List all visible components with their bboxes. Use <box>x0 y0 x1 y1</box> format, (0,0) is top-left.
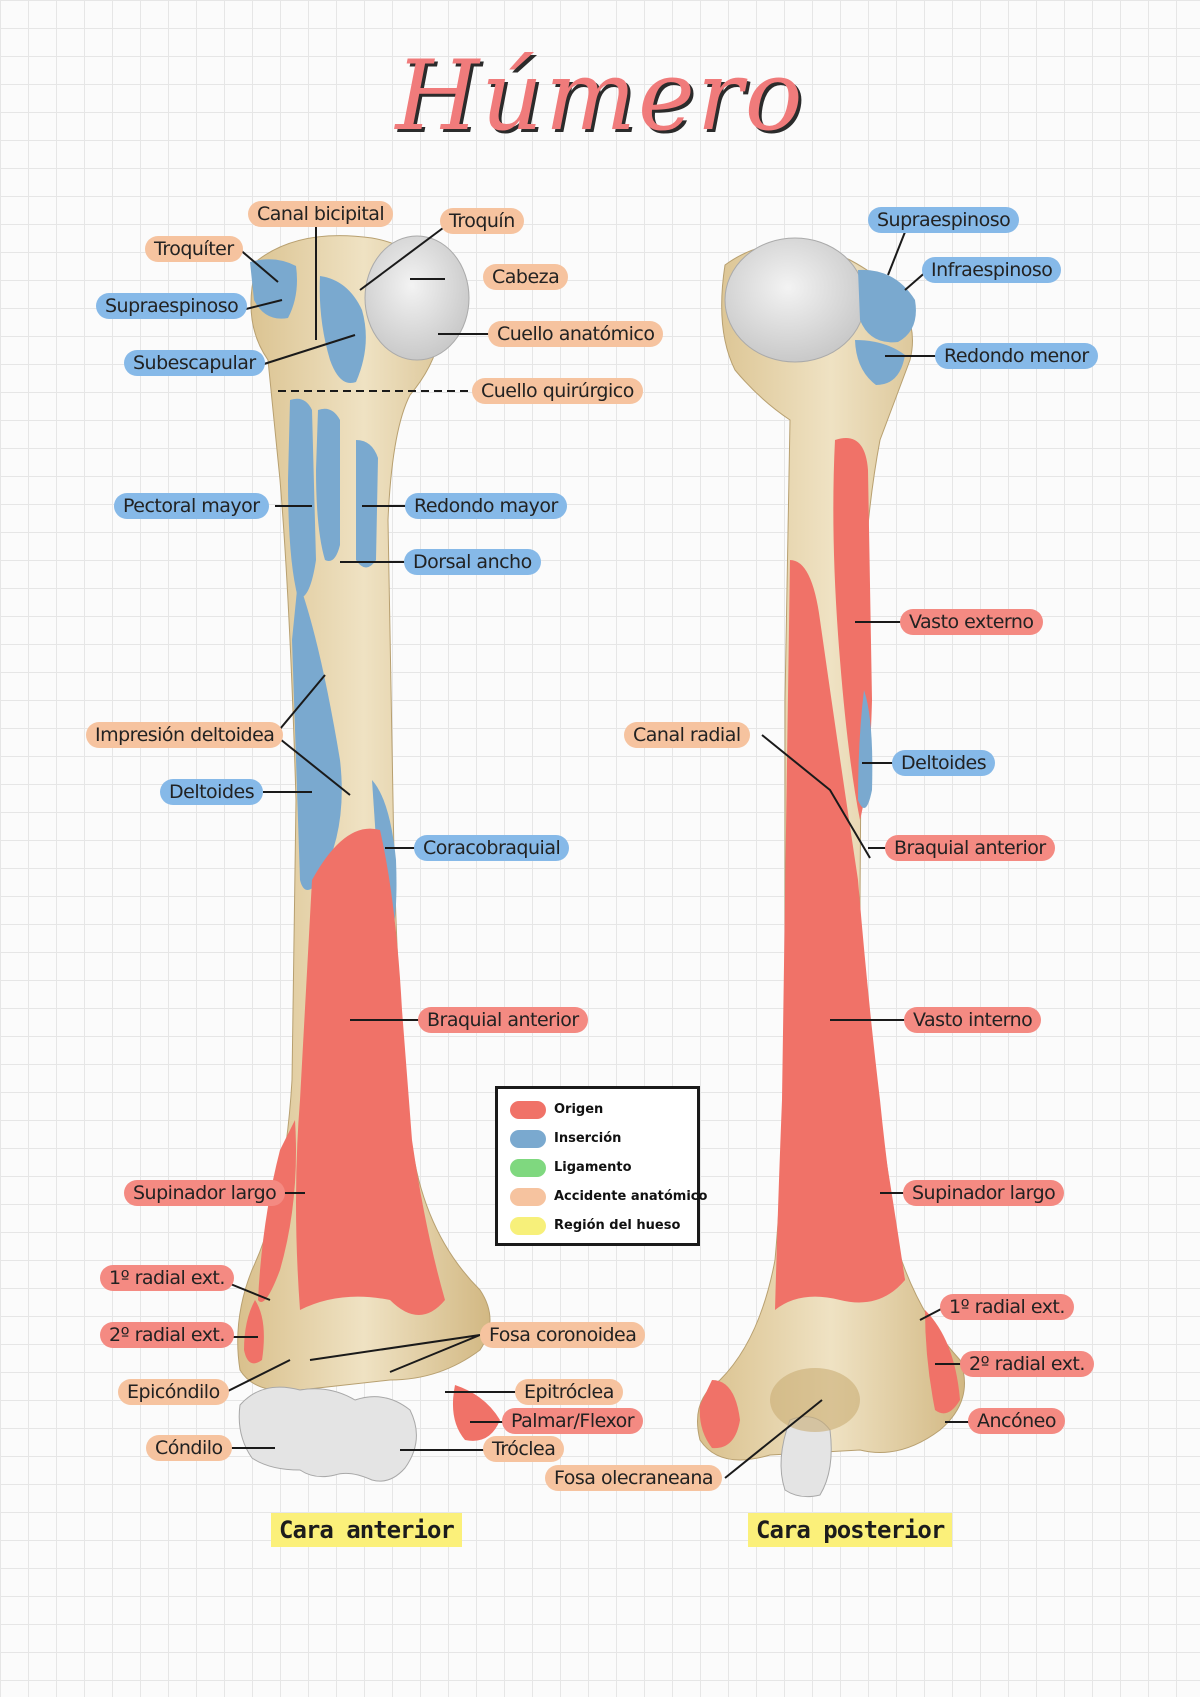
label-radial-2-ant: 2º radial ext. <box>100 1322 234 1348</box>
origin-supinador-post <box>875 1090 905 1285</box>
posterior-humerus <box>697 237 965 1498</box>
label-supraespinoso-ant: Supraespinoso <box>96 293 248 319</box>
page-title: Húmero <box>395 40 805 152</box>
anterior-head-cartilage <box>364 235 470 361</box>
label-subescapular: Subescapular <box>124 350 265 376</box>
label-fosa-coronoidea: Fosa coronoidea <box>480 1322 646 1348</box>
label-troquiter: Troquíter <box>145 236 243 262</box>
anterior-trochlea-capitulum <box>238 1386 417 1482</box>
insertion-deltoides <box>292 580 342 890</box>
anterior-humerus <box>237 235 500 1482</box>
label-radial-1-ant: 1º radial ext. <box>100 1265 234 1291</box>
label-supinador-largo-post: Supinador largo <box>903 1180 1065 1206</box>
label-redondo-menor: Redondo menor <box>935 343 1098 369</box>
fosa-olecraneana-shape <box>770 1368 860 1432</box>
origin-radial-post <box>925 1310 960 1414</box>
label-cabeza: Cabeza <box>483 264 569 290</box>
legend-label: Ligamento <box>554 1160 632 1175</box>
insertion-subescapular <box>319 276 366 384</box>
label-ancoeneo: Ancóneo <box>968 1408 1065 1434</box>
origin-radial-2 <box>244 1300 264 1364</box>
legend-swatch <box>510 1130 546 1148</box>
insertion-redondo-mayor <box>356 440 378 568</box>
label-troquin: Troquín <box>440 208 524 234</box>
label-infraespinoso: Infraespinoso <box>922 257 1062 283</box>
label-fosa-olecraneana: Fosa olecraneana <box>545 1465 723 1491</box>
label-epicondilo: Epicóndilo <box>118 1379 229 1405</box>
label-deltoides-ant: Deltoides <box>160 779 264 805</box>
legend: Origen Inserción Ligamento Accidente ana… <box>495 1086 707 1246</box>
label-cuello-quirurgico: Cuello quirúrgico <box>472 378 643 404</box>
label-redondo-mayor: Redondo mayor <box>405 493 567 519</box>
insertion-pectoral <box>288 398 316 599</box>
label-canal-radial: Canal radial <box>624 722 750 748</box>
legend-swatch <box>510 1217 546 1235</box>
origin-palmar-flexor <box>452 1385 500 1441</box>
label-deltoides-post: Deltoides <box>892 750 996 776</box>
posterior-head-cartilage <box>724 237 866 363</box>
label-vasto-interno: Vasto interno <box>904 1007 1042 1033</box>
insertion-infraespinoso <box>858 269 916 343</box>
label-supinador-largo-ant: Supinador largo <box>124 1180 286 1206</box>
origin-vasto-interno <box>775 560 905 1310</box>
label-braquial-anterior-post: Braquial anterior <box>885 835 1055 861</box>
insertion-redondo-menor <box>855 340 905 385</box>
legend-swatch <box>510 1159 546 1177</box>
legend-label: Región del hueso <box>554 1218 681 1233</box>
label-radial-2-post: 2º radial ext. <box>960 1351 1094 1377</box>
legend-label: Origen <box>554 1102 604 1117</box>
origin-braquial-anterior <box>296 828 445 1315</box>
label-supraespinoso-post: Supraespinoso <box>868 207 1020 233</box>
label-impresion-deltoidea: Impresión deltoidea <box>86 722 284 748</box>
label-troclea: Tróclea <box>483 1436 565 1462</box>
insertion-deltoides-post <box>858 690 873 808</box>
face-label-posterior: Cara posterior <box>748 1513 953 1547</box>
label-radial-1-post: 1º radial ext. <box>940 1294 1074 1320</box>
legend-swatch <box>510 1101 546 1119</box>
label-palmar-flexor: Palmar/Flexor <box>502 1408 644 1434</box>
origin-ancoeneo <box>699 1380 740 1449</box>
label-condilo: Cóndilo <box>146 1435 232 1461</box>
label-canal-bicipital: Canal bicipital <box>248 201 394 227</box>
legend-label: Inserción <box>554 1131 622 1146</box>
origin-supinador <box>258 1120 296 1302</box>
label-coracobraquial: Coracobraquial <box>414 835 570 861</box>
label-cuello-anatomico: Cuello anatómico <box>488 321 664 347</box>
label-braquial-anterior-ant: Braquial anterior <box>418 1007 588 1033</box>
label-vasto-externo: Vasto externo <box>900 609 1043 635</box>
face-label-anterior: Cara anterior <box>271 1513 462 1547</box>
legend-label: Accidente anatómico <box>554 1189 708 1204</box>
label-epitroclea: Epitróclea <box>515 1379 623 1405</box>
label-dorsal-ancho: Dorsal ancho <box>404 549 541 575</box>
label-pectoral-mayor: Pectoral mayor <box>114 493 269 519</box>
legend-swatch <box>510 1188 546 1206</box>
insertion-dorsal <box>316 408 340 561</box>
insertion-troquiter <box>250 259 297 319</box>
